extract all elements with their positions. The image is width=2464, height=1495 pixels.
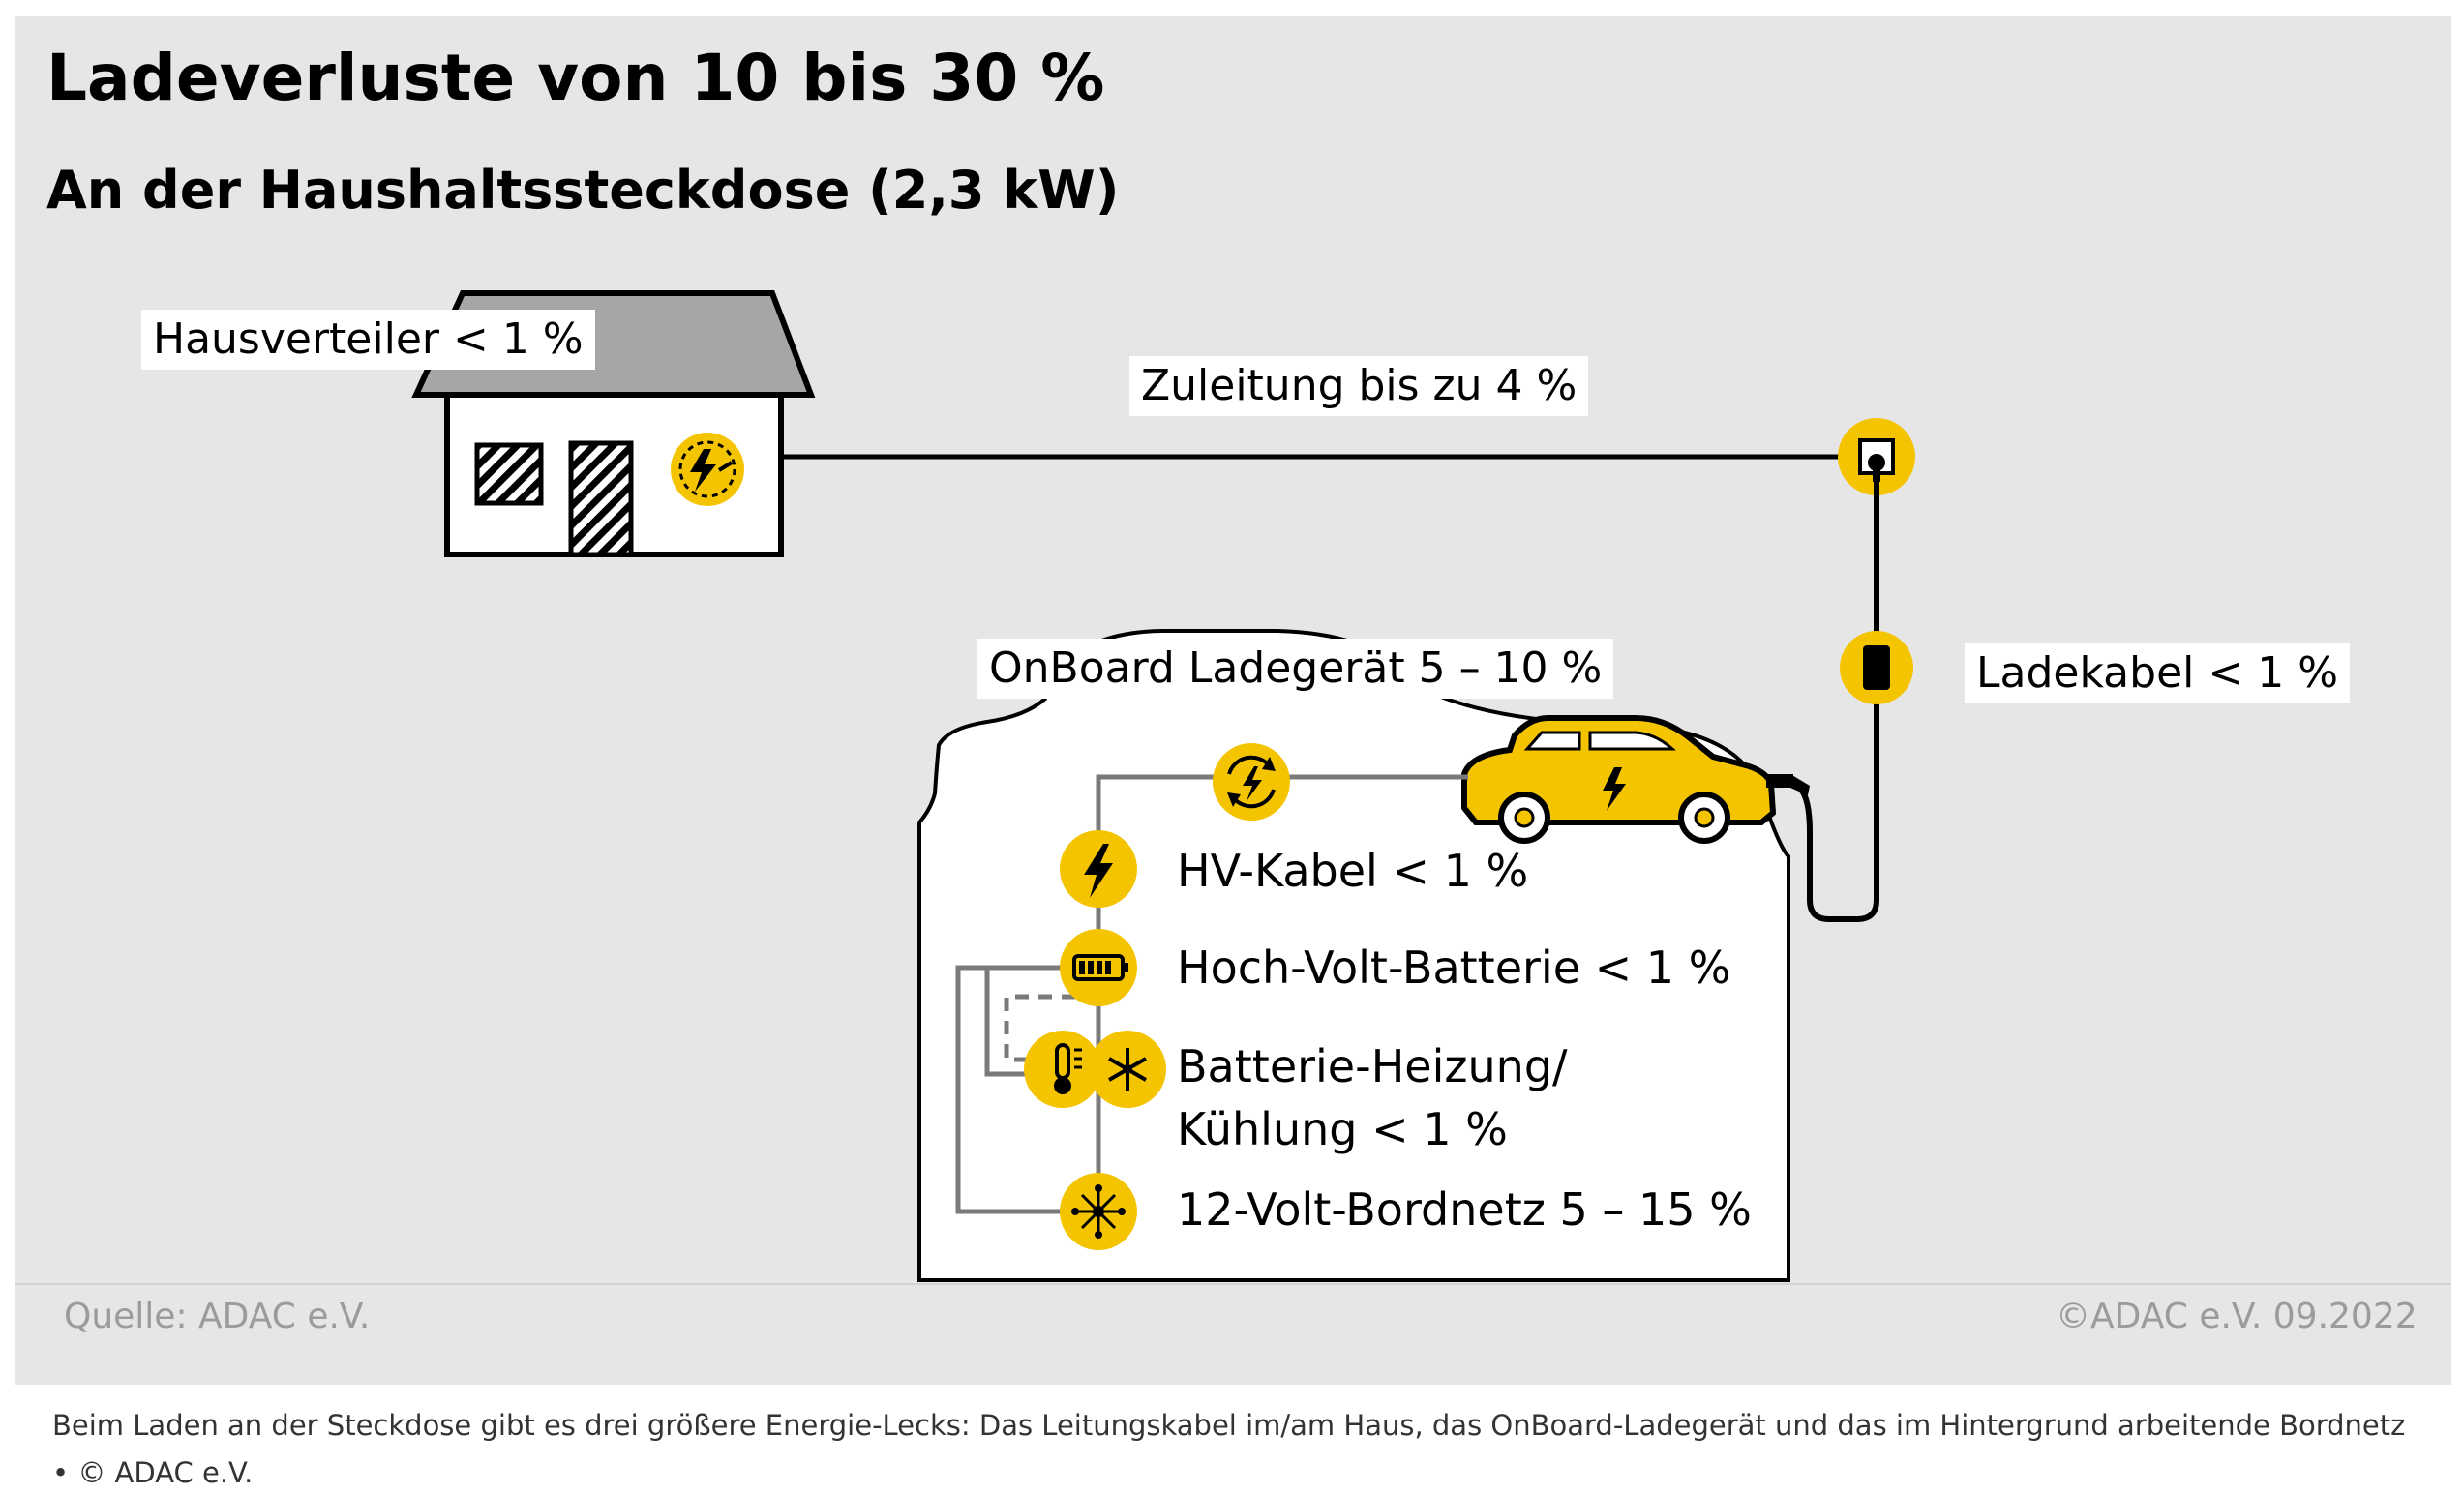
page-title: Ladeverluste von 10 bis 30 % (46, 41, 1105, 115)
label-onboard-charger: OnBoard Ladegerät 5 – 10 % (977, 639, 1614, 699)
image-credit: • © ADAC e.V. (52, 1456, 254, 1489)
thermometer-icon (1024, 1031, 1101, 1108)
battery-icon (1060, 929, 1137, 1006)
item-batterie-heizung-line2: Kühlung < 1 % (1177, 1103, 1508, 1155)
house-door (568, 440, 634, 557)
footer-divider (15, 1283, 2451, 1285)
label-zuleitung: Zuleitung bis zu 4 % (1129, 356, 1589, 416)
snowflake-icon (1089, 1031, 1166, 1108)
car-illustration (1461, 715, 1810, 844)
fuse-box-icon (671, 433, 744, 506)
item-batterie-heizung-line1: Batterie-Heizung/ (1177, 1040, 1568, 1092)
socket-icon (1838, 418, 1915, 495)
house-window (474, 442, 544, 506)
label-ladekabel: Ladekabel < 1 % (1965, 643, 2350, 703)
item-hv-batterie: Hoch-Volt-Batterie < 1 % (1177, 942, 1731, 994)
item-bordnetz: 12-Volt-Bordnetz 5 – 15 % (1177, 1183, 1752, 1236)
label-hausverteiler: Hausverteiler < 1 % (141, 310, 595, 370)
item-hv-kabel: HV-Kabel < 1 % (1177, 845, 1529, 897)
network-icon (1060, 1173, 1137, 1250)
source-text: Quelle: ADAC e.V. (64, 1297, 371, 1336)
charger-cycle-icon (1213, 743, 1290, 821)
image-caption: Beim Laden an der Steckdose gibt es drei… (52, 1409, 2406, 1442)
cable-plug-icon (1840, 631, 1913, 704)
charging-cable (1797, 474, 1879, 922)
lightning-bolt-icon (1060, 830, 1137, 908)
copyright-text: ©ADAC e.V. 09.2022 (2056, 1297, 2418, 1336)
page-subtitle: An der Haushaltssteckdose (2,3 kW) (46, 160, 1120, 221)
